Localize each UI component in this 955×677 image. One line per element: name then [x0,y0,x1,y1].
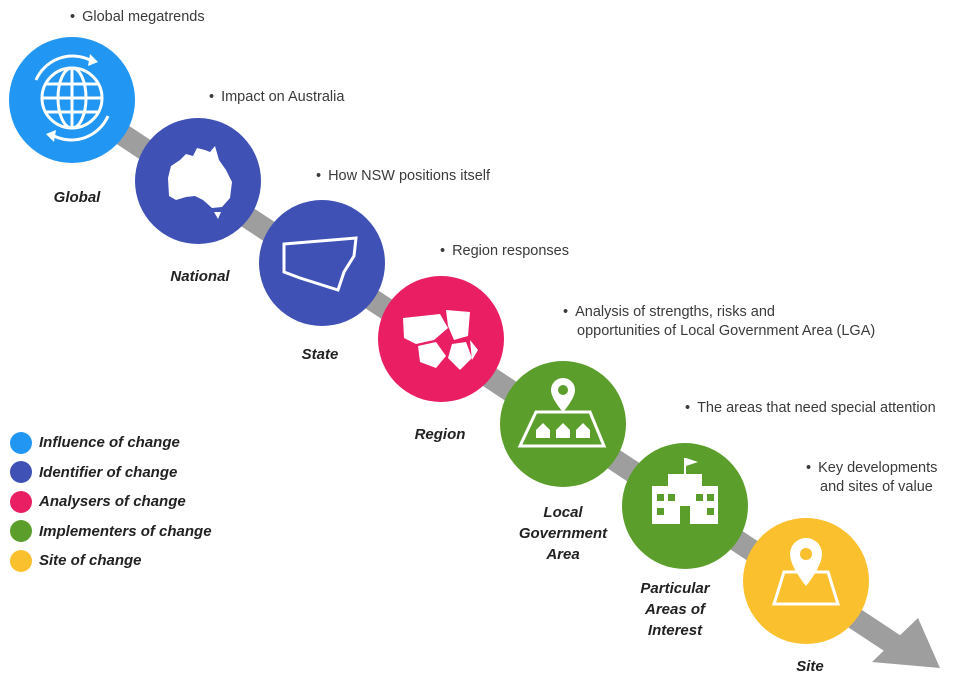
legend-label: Influence of change [39,434,180,452]
note-global: •Global megatrends [70,9,205,25]
note-state: •How NSW positions itself [316,168,491,184]
stage-areas-of-interest-circle [622,443,748,569]
note-areas-of-interest: •The areas that need special attention [685,400,936,416]
stage-lga-circle [500,361,626,487]
note-site: •Key developments and sites of value [806,460,938,495]
legend-item: Implementers of change [10,517,212,547]
legend-item: Influence of change [10,428,212,458]
label-site: Site [796,658,824,675]
legend-swatch [10,520,32,543]
label-areas-of-interest: Particular Areas of Interest [640,580,710,639]
stage-global-circle [9,37,135,163]
region-map-icon [403,310,478,370]
legend-label: Analysers of change [39,493,186,511]
building-icon [652,458,718,524]
note-lga: •Analysis of strengths, risks and opport… [563,304,876,339]
lga-map-icon [517,378,607,448]
legend-item: Identifier of change [10,458,212,488]
label-region: Region [414,426,466,443]
map-pin-icon [771,538,841,606]
legend-item: Analysers of change [10,487,212,517]
label-national: National [170,268,230,285]
legend-label: Site of change [39,552,142,570]
stage-region-circle [378,276,504,402]
legend-swatch [10,431,32,454]
legend-label: Implementers of change [39,522,212,540]
legend: Influence of change Identifier of change… [10,428,212,576]
label-global: Global [53,189,101,206]
stage-state-circle [259,200,385,326]
note-national: •Impact on Australia [209,89,345,105]
legend-item: Site of change [10,546,212,576]
stage-national-circle [135,118,261,244]
label-state: State [301,346,339,363]
legend-swatch [10,549,32,572]
legend-label: Identifier of change [39,463,178,481]
stage-site-circle [743,518,869,644]
legend-swatch [10,490,32,513]
note-region: •Region responses [440,243,569,259]
legend-swatch [10,461,32,484]
australia-map-icon [168,146,232,219]
label-lga: Local Government Area [518,504,608,563]
nsw-map-icon [282,236,358,292]
globe-icon [34,54,110,142]
